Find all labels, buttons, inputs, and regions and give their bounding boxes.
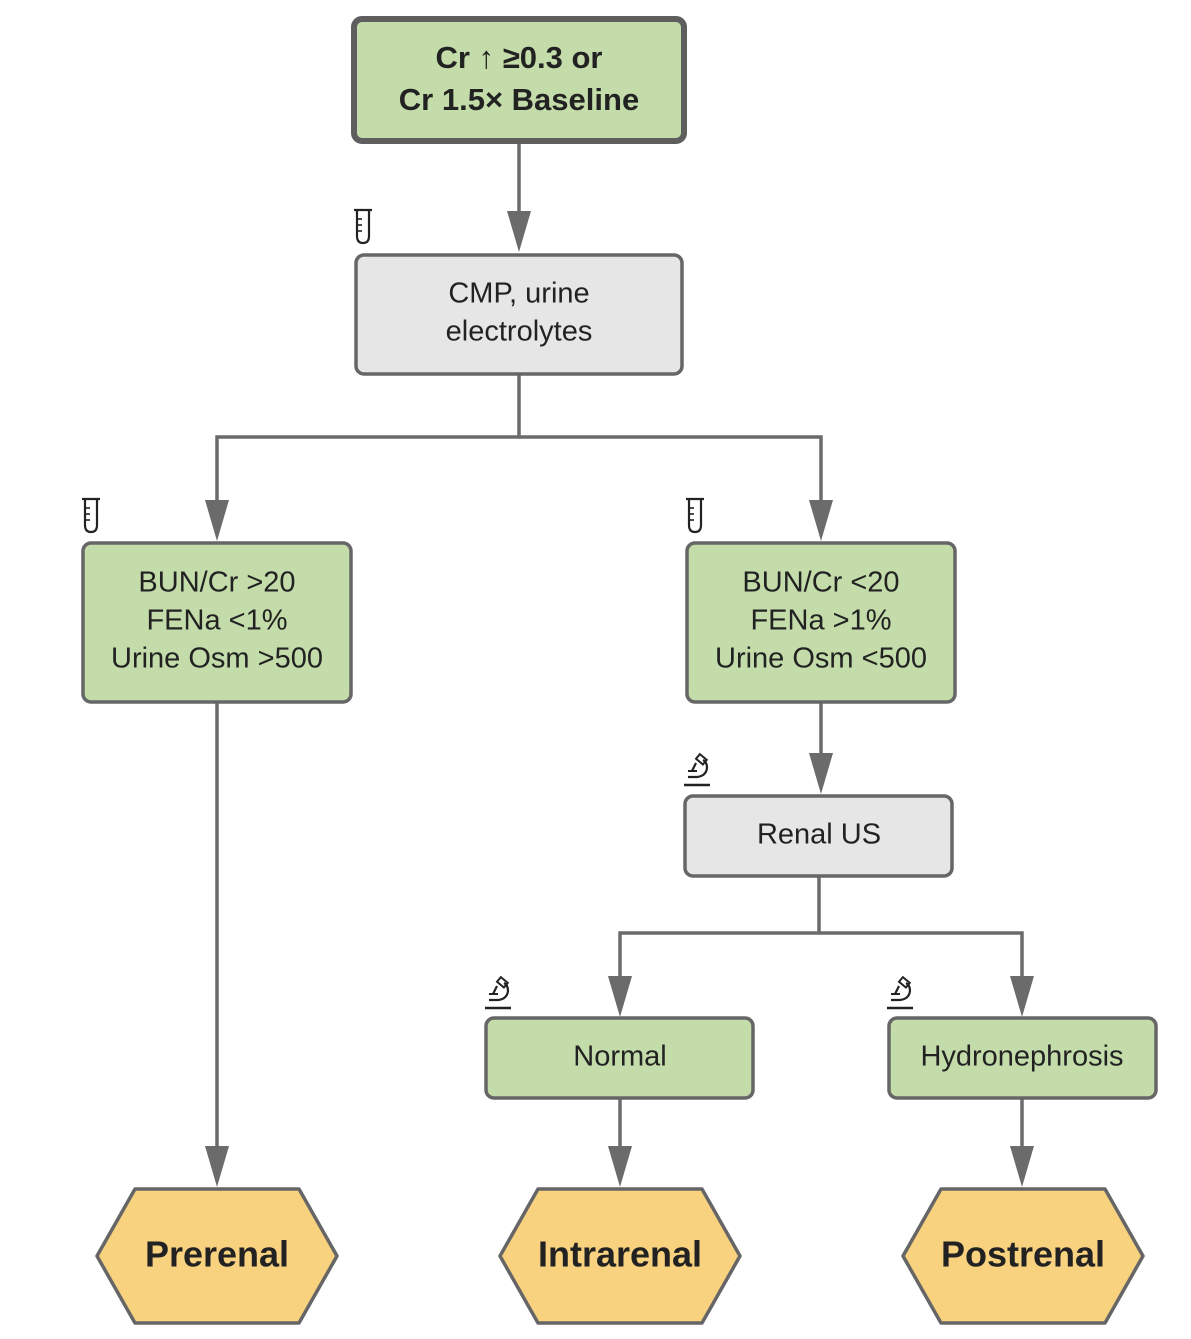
test-tube-icon <box>684 497 706 534</box>
connectors <box>215 141 1024 1148</box>
renal-us-node: Renal US <box>682 752 954 878</box>
renal-criteria-line-2: FENa >1% <box>750 605 891 637</box>
test-tube-icon <box>352 208 374 245</box>
prerenal-outcome: Prerenal <box>95 1187 339 1325</box>
renal-criteria-node: BUN/Cr <20 FENa >1% Urine Osm <500 <box>684 497 957 704</box>
hydronephrosis-node: Hydronephrosis <box>885 975 1158 1100</box>
start-node: Cr ↑ ≥0.3 or Cr 1.5× Baseline <box>351 16 687 144</box>
microscope-icon <box>682 752 712 787</box>
renal-criteria-line-1: BUN/Cr <20 <box>742 567 899 599</box>
normal-label: Normal <box>573 1041 666 1073</box>
postrenal-outcome: Postrenal <box>901 1187 1145 1325</box>
start-line-2: Cr 1.5× Baseline <box>399 82 639 117</box>
postrenal-label: Postrenal <box>941 1234 1105 1275</box>
hydronephrosis-label: Hydronephrosis <box>920 1041 1123 1073</box>
prerenal-criteria-line-1: BUN/Cr >20 <box>138 567 295 599</box>
intrarenal-label: Intrarenal <box>538 1234 702 1275</box>
prerenal-label: Prerenal <box>145 1234 289 1275</box>
normal-node: Normal <box>483 975 755 1100</box>
arrowheads <box>205 211 1034 1187</box>
test-tube-icon <box>80 497 102 534</box>
prerenal-criteria-line-2: FENa <1% <box>146 605 287 637</box>
microscope-icon <box>885 975 915 1010</box>
start-line-1: Cr ↑ ≥0.3 or <box>436 40 603 75</box>
intrarenal-outcome: Intrarenal <box>498 1187 742 1325</box>
labs-node: CMP, urine electrolytes <box>352 208 684 376</box>
labs-line-2: electrolytes <box>446 316 593 348</box>
renal-us-label: Renal US <box>757 819 881 851</box>
labs-line-1: CMP, urine <box>448 278 589 310</box>
prerenal-criteria-line-3: Urine Osm >500 <box>111 643 323 675</box>
prerenal-criteria-node: BUN/Cr >20 FENa <1% Urine Osm >500 <box>80 497 353 704</box>
microscope-icon <box>483 975 513 1010</box>
renal-criteria-line-3: Urine Osm <500 <box>715 643 927 675</box>
